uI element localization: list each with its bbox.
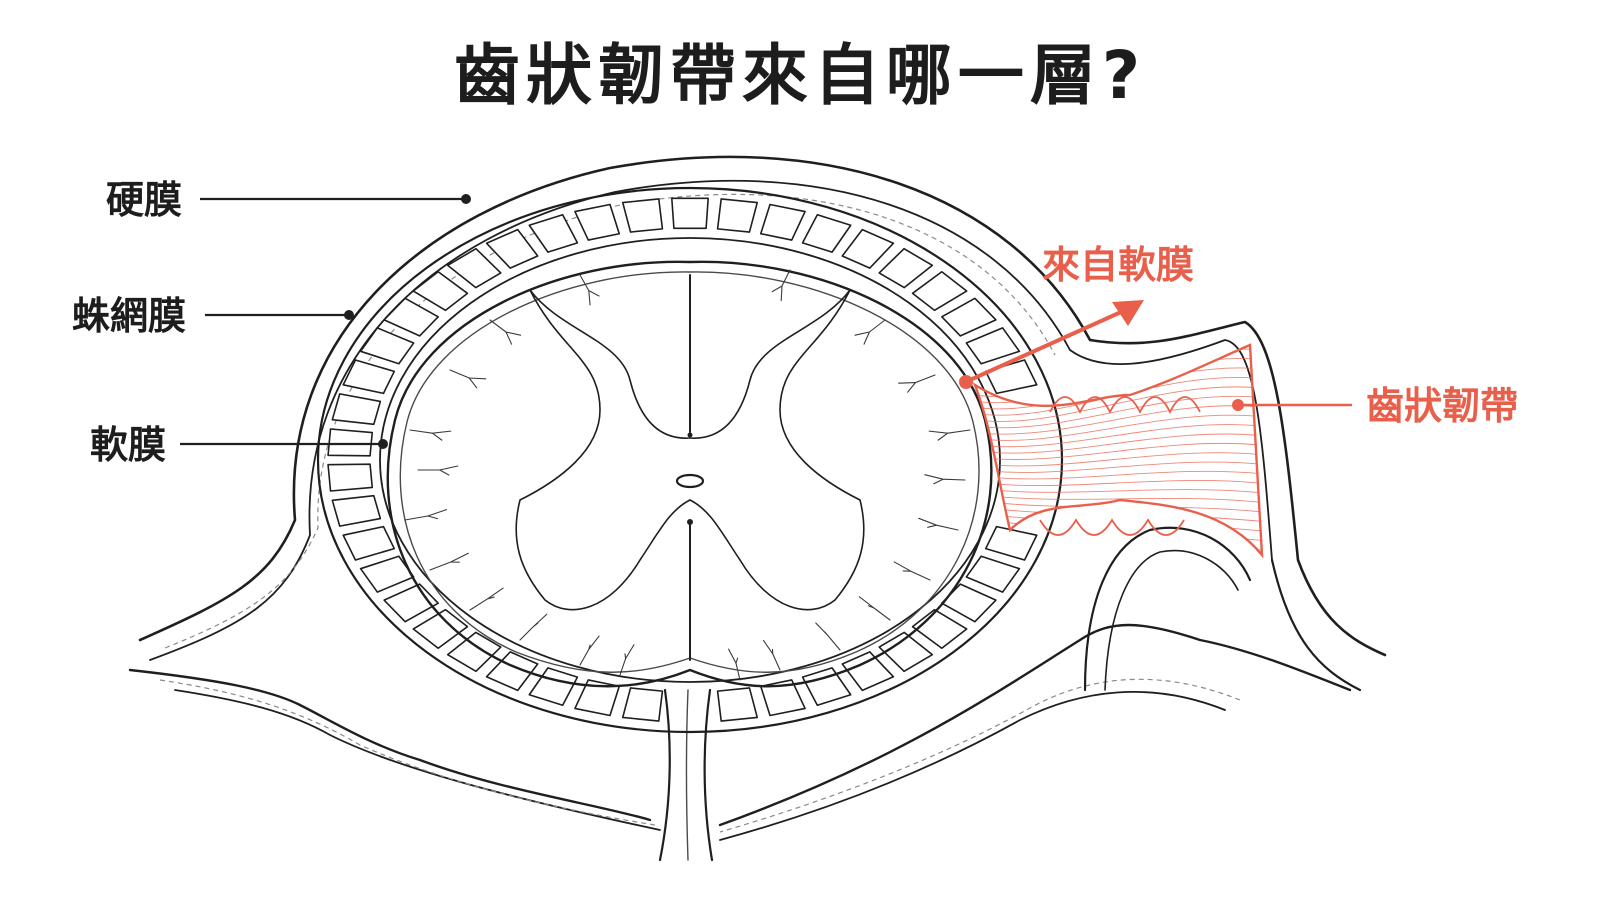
arachnoid-cell [984,359,1038,395]
pial-vessel [409,429,452,441]
arachnoid-cell [528,667,579,707]
arachnoid-cell [841,651,895,692]
pial-vessel [918,517,959,531]
ligament-fiber [975,395,1262,429]
arachnoid-cell [383,297,439,337]
ligament-fiber [975,470,1262,480]
dura-pointer-dot [461,194,471,204]
pial-vessel [579,274,600,306]
arachnoid-cell [485,651,539,692]
arachnoid-label: 蛛網膜 [72,294,186,338]
arachnoid-cell [621,687,664,722]
ligament-fiber [975,442,1262,460]
arachnoid-cell [446,631,502,673]
pial-vessels [404,269,971,681]
arachnoid-cell [327,463,374,492]
arachnoid-cell [446,247,502,289]
arachnoid-cell [801,213,852,253]
ligament-fiber [975,452,1262,467]
label-pia: 軟膜 [90,423,388,467]
ligament-fiber [975,414,1262,441]
arachnoid-cell [528,213,579,253]
arachnoid-cell [911,608,968,650]
pial-vessel [489,319,522,345]
pia-label: 軟膜 [90,423,166,467]
pial-vessel [519,613,548,641]
arachnoid-cell [412,270,469,312]
origin-arrowhead [1112,300,1144,326]
pial-vessel [469,587,504,611]
pial-vessel [762,639,781,671]
pial-vessel [893,561,931,581]
pial-vessel [429,552,469,571]
page-title: 齒狀韌帶來自哪一層? [453,37,1147,114]
origin-pointer-dot [959,375,973,389]
arachnoid-cell [965,327,1021,365]
arachnoid-cell [878,247,934,289]
arachnoid-mater [316,186,1064,734]
arachnoid-cell [965,555,1021,593]
ligament-fiber [975,487,1262,494]
arachnoid-cell [841,228,895,269]
pial-vessel [898,374,936,393]
pial-vessel [854,319,886,345]
arachnoid-cell [941,583,997,623]
ligament-fiber [975,499,1262,513]
arachnoid-cell [574,203,621,241]
arachnoid-cell [941,297,997,337]
label-arachnoid: 蛛網膜 [72,294,354,338]
pial-vessel [728,648,741,681]
ligament-fiber [975,433,1262,454]
denticulate-label: 齒狀韌帶 [1366,384,1518,428]
pial-vessel [815,622,841,651]
pial-vessel [417,465,459,476]
arachnoid-cell [759,203,806,241]
arachnoid-cell [327,428,374,457]
pial-vessel [928,429,971,441]
ligament-fiber [975,424,1262,448]
ligament-fiber [975,480,1262,487]
arachnoid-cell [716,687,759,722]
ligament-fiber [975,386,1262,422]
arachnoid-cell [911,270,968,312]
dura-label: 硬膜 [106,178,182,222]
pial-vessel [771,269,791,302]
pial-vessel [449,369,487,389]
arachnoid-cell [671,197,709,230]
pial-vessel [404,509,448,521]
arachnoid-cell [574,679,621,717]
origin-note-label: 來自軟膜 [1042,243,1194,287]
arachnoid-cell [485,228,539,269]
dura-mater [128,155,1387,862]
pial-vessel [924,474,966,485]
pial-vessel [619,644,635,676]
ligament-fiber [975,493,1262,503]
arachnoid-cell [716,198,759,233]
arachnoid-cell [383,583,439,623]
ligament-fiber [975,461,1262,473]
arachnoid-cell [621,198,664,233]
pial-vessel [579,635,600,666]
label-denticulate: 齒狀韌帶 [1232,384,1518,428]
label-origin: 來自軟膜 [959,243,1194,389]
arachnoid-cell [801,667,852,707]
arachnoid-cell [342,359,396,395]
arachnoid-cell [984,525,1038,561]
denticulate-pointer-dot [1232,399,1244,411]
arachnoid-pointer-dot [344,310,354,320]
arachnoid-cell [359,327,415,365]
label-dura: 硬膜 [106,178,471,222]
arachnoid-cell [359,555,415,593]
arachnoid-cell [342,525,396,561]
pial-vessel [858,596,891,621]
pia-pointer-dot [378,439,388,449]
arachnoid-cell [331,393,382,426]
ligament-fiber [975,405,1262,435]
arachnoid-cell [878,631,934,673]
arachnoid-trabeculae [327,197,1038,722]
pia-mater-and-cord [386,260,993,688]
arachnoid-cell [331,494,382,527]
